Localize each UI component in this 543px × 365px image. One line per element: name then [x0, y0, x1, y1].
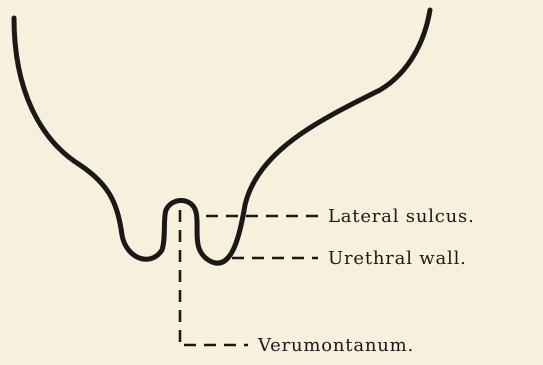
urethral-wall-label: Urethral wall.: [328, 248, 467, 269]
verumontanum-label: Verumontanum.: [257, 335, 414, 356]
lateral-sulcus-label: Lateral sulcus.: [328, 206, 475, 227]
